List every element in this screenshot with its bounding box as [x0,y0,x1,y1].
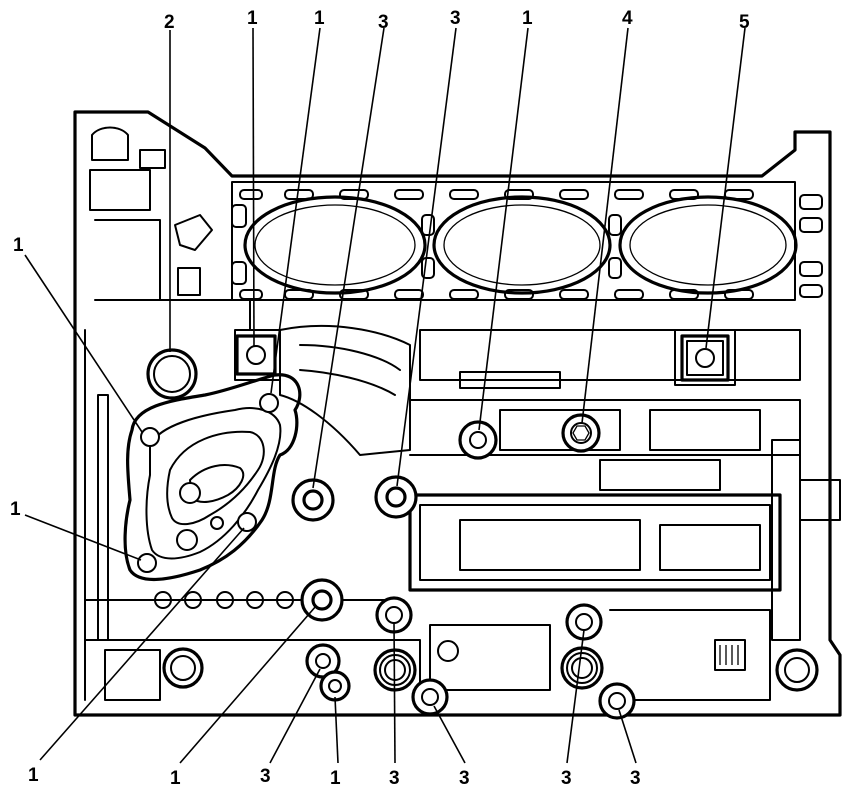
bolt-cover-2 [259,393,279,413]
callout-bottom-3d: 3 [459,768,470,789]
bolt-hex-d [561,413,601,453]
callout-left-lower: 1 [10,499,21,520]
bolt-cover-3 [137,553,157,573]
bolt-cover-5 [179,482,201,504]
bolt-boss-i [319,670,351,702]
bolt-boss-c [458,420,498,460]
bolt-cover-6 [176,529,198,551]
bolt-cover-4 [237,512,257,532]
callout-bottom-1a: 1 [28,765,39,786]
cylinder-bores [231,181,823,301]
callout-top-1b: 1 [314,8,325,29]
callout-labels: 1 2 1 1 3 3 1 4 5 1 1 1 3 1 3 3 3 3 [10,8,750,789]
bolt-threaded-o [775,648,819,692]
bolt-boss-b [374,475,418,519]
bolt-boss-j [411,678,449,716]
callout-bottom-3f: 3 [630,768,641,789]
callout-top-5: 5 [739,12,750,33]
bolt-square-right [680,334,730,382]
callout-bottom-1b: 3 [260,766,271,787]
bolt-threaded-m [560,646,604,690]
bolt-bosses [137,334,819,720]
bolt-boss-a [291,478,335,522]
bolt-square-left [235,334,277,376]
callout-top-3b: 3 [450,8,461,29]
bolt-threaded-n [162,647,204,689]
small-holes-row [154,591,459,662]
callout-top-1c: 1 [522,8,533,29]
crankcase-details [84,325,841,701]
callout-bottom-3b: 1 [330,768,341,789]
front-cover-gasket [123,348,302,582]
callout-top-2: 2 [164,12,175,33]
callout-top-3a: 3 [378,12,389,33]
callout-bottom-3c: 3 [389,768,400,789]
callout-top-1a: 1 [247,8,258,29]
callout-top-4: 4 [622,8,633,29]
bolt-boss-g [565,603,603,641]
bolt-cover-7 [210,516,224,530]
bolt-cover-1 [140,427,160,447]
bolt-boss-e [300,578,344,622]
bolt-boss-k [598,682,636,720]
callout-left-upper: 1 [13,235,24,256]
callout-bottom-3e: 3 [561,768,572,789]
leader-lines [24,27,746,764]
callout-bottom-3a: 1 [170,768,181,789]
